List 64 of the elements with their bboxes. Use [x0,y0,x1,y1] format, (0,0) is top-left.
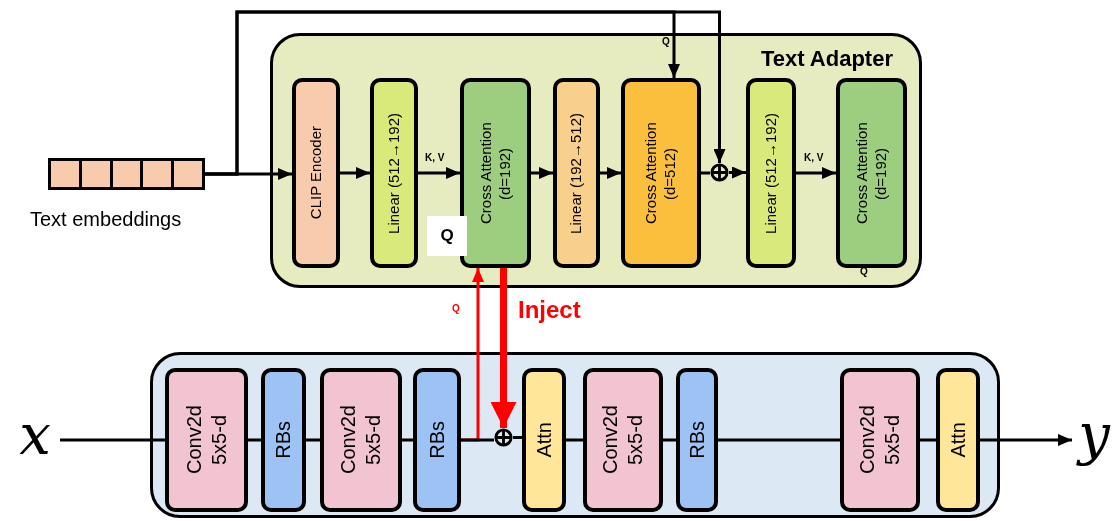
edge-label: K, V [425,152,445,163]
conv-block [583,368,663,512]
connector-line [60,438,165,442]
node-label: Attn [531,422,556,458]
edge-label: Q [662,36,670,47]
connector-line [718,438,840,442]
inject-arrow [490,268,517,428]
connector-line [461,438,494,442]
attention-block [621,78,701,268]
node-label: Cross Attention (d=512) [642,121,679,226]
node-label: Linear (192→512) [567,112,586,234]
attention-block [836,78,907,268]
node-label: Linear (512→192) [384,112,403,234]
edge-label: Inject [518,296,581,324]
connector-line [306,438,320,442]
node-label: Conv2d 5x5-d [855,404,904,477]
edge-label: Q [452,303,460,314]
connector-line [920,438,936,442]
arrow [600,167,621,179]
encoder-block [292,78,340,268]
arrow [418,167,460,179]
resblock [676,368,718,512]
arrow [980,434,1072,446]
node-label: Cross Attention (d=192) [476,121,514,226]
arrow [340,167,370,179]
network-panel [150,352,1000,518]
variable-label: x [19,407,51,463]
linear-block [553,78,600,268]
connector-line [701,171,710,175]
node-label: RBs [684,421,709,459]
node-label: Text embeddings [30,208,182,231]
attention-block [460,78,531,268]
conv-block [320,368,402,512]
connector-line [663,438,676,442]
resblock [261,368,306,512]
connector-line [248,438,261,442]
attention-block [936,368,980,512]
connector-line [402,438,413,442]
node-label: Attn [945,422,970,458]
connector-line [513,436,522,439]
sum-icon [494,428,513,447]
node-label: RBs [271,421,295,459]
attention-block [522,368,566,512]
node-label: Linear (512→192) [761,112,780,234]
arrow [796,167,836,179]
connector-line [566,438,583,442]
node-label: RBs [424,421,449,459]
arrow [729,166,746,179]
resblock [413,368,461,512]
sum-icon [710,163,729,182]
node-label: Conv2d 5x5-d [598,404,647,477]
conv-block [165,368,248,512]
conv-block [840,368,920,512]
adapter-panel [270,33,922,288]
arrow [531,167,553,179]
node-label: CLIP Encoder [306,126,325,220]
edge-label: K, V [804,152,824,163]
linear-block [370,78,418,268]
node-label: Conv2d 5x5-d [181,404,231,477]
node-label: Conv2d 5x5-d [336,404,385,477]
linear-block [746,78,796,268]
panel-title: Text Adapter [760,46,893,72]
query-tag: Q [427,216,467,256]
node-label: Cross Attention (d=192) [852,121,890,226]
